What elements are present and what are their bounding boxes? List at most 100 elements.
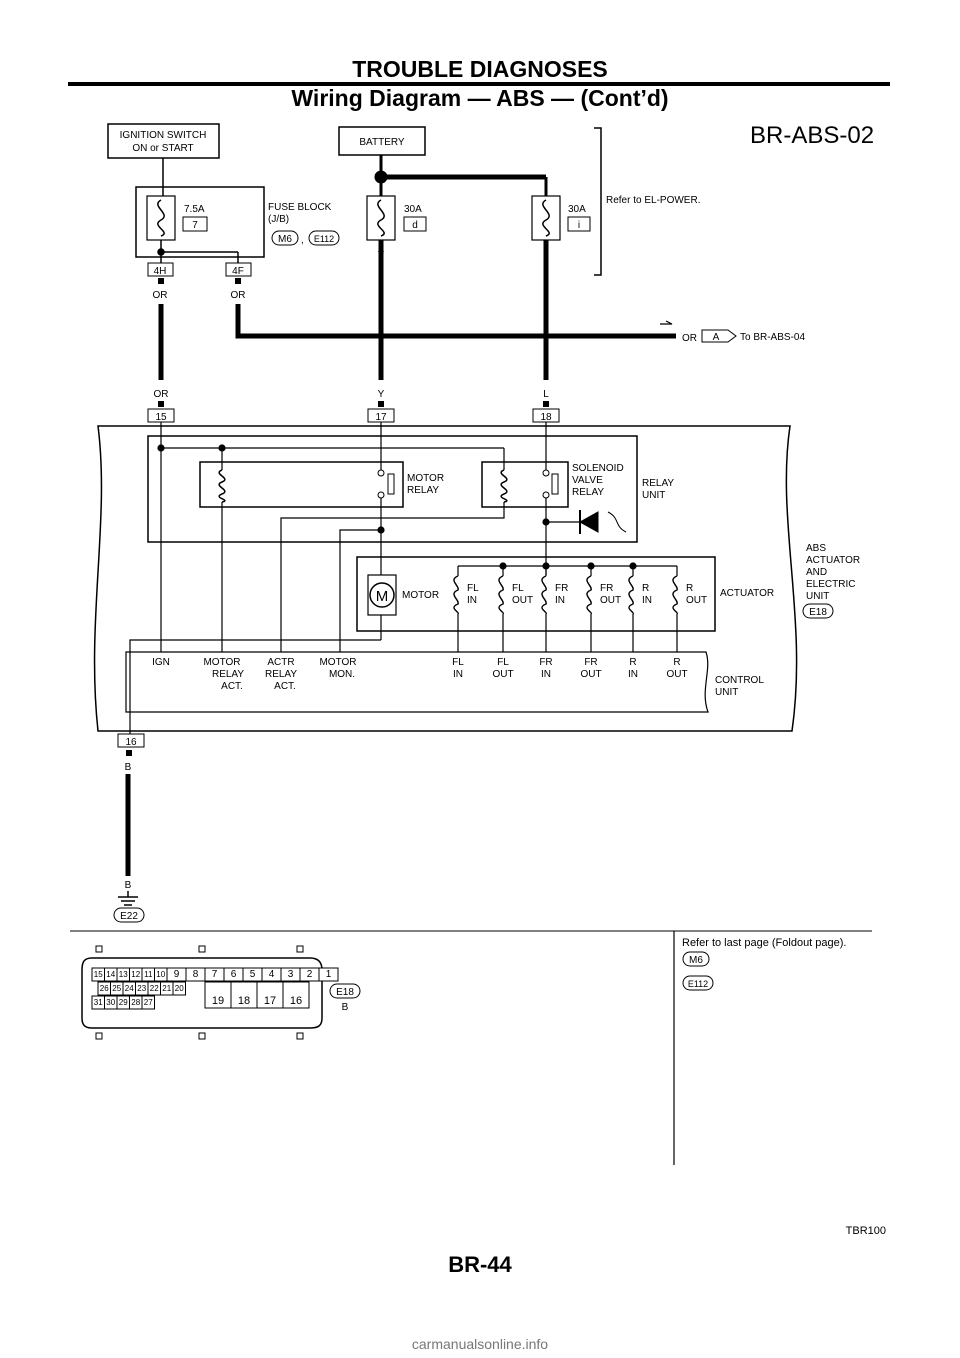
wire-color-or-2: OR — [231, 290, 246, 301]
svg-text:30: 30 — [106, 998, 115, 1007]
unit-terminal-15: 15 — [147, 408, 175, 423]
fuse-30a-i: 30A i — [531, 195, 591, 241]
svg-text:ON or START: ON or START — [132, 143, 193, 154]
svg-text:19: 19 — [212, 995, 224, 1007]
svg-text:29: 29 — [119, 998, 128, 1007]
refer-power-bracket: Refer to EL-POWER. — [594, 127, 700, 276]
page-subtitle: Wiring Diagram — ABS — (Cont’d) — [291, 85, 669, 111]
svg-text:27: 27 — [144, 998, 153, 1007]
pin-16 — [126, 750, 132, 756]
relay-unit-label: RELAY UNIT — [642, 478, 674, 501]
unit-terminal-18: 18 — [532, 408, 560, 423]
valve-label-3: FR — [600, 583, 613, 594]
pin-cell-25: 25 — [110, 981, 124, 996]
label-fr-in: FR — [539, 657, 552, 668]
svg-text:7: 7 — [192, 220, 198, 231]
svg-text:2: 2 — [307, 969, 313, 980]
svg-text:ABS: ABS — [806, 543, 826, 554]
actuator-box — [356, 556, 716, 632]
svg-text:4F: 4F — [232, 266, 244, 277]
svg-text:AND: AND — [806, 567, 827, 578]
jb-internal — [157, 240, 239, 265]
svg-text:7: 7 — [212, 969, 218, 980]
svg-text:A: A — [713, 332, 720, 343]
control-labels: IGN MOTOR RELAY ACT. ACTR RELAY ACT. MOT… — [152, 657, 687, 692]
pin-cell-24: 24 — [122, 981, 136, 996]
pin-15 — [158, 401, 164, 407]
solenoid-valve-relay: SOLENOID VALVE RELAY — [481, 461, 624, 508]
pin-cell-27: 27 — [141, 995, 155, 1010]
svg-text:1: 1 — [326, 969, 332, 980]
page-number: BR-44 — [448, 1252, 512, 1277]
svg-text:OUT: OUT — [512, 595, 533, 606]
wire-color-or-1: OR — [153, 290, 168, 301]
pin-cell-4: 4 — [261, 967, 282, 982]
svg-text:UNIT: UNIT — [642, 490, 665, 501]
pin-cell-28: 28 — [129, 995, 143, 1010]
unit-terminal-16: 16 — [117, 733, 145, 748]
pin-cell-29: 29 — [116, 995, 130, 1010]
to-br-abs-04: OR A To BR-ABS-04 — [660, 320, 805, 344]
pin-cell-2: 2 — [299, 967, 320, 982]
label-fr-out: FR — [584, 657, 597, 668]
wire-color-b-2: B — [125, 880, 132, 891]
svg-text:9: 9 — [174, 969, 180, 980]
pin-4h — [158, 278, 164, 284]
svg-text:UNIT: UNIT — [715, 687, 738, 698]
pin-cell-18: 18 — [230, 981, 258, 1009]
pin-cell-19: 19 — [204, 981, 232, 1009]
svg-text:8: 8 — [193, 969, 199, 980]
pin-cell-22: 22 — [147, 981, 161, 996]
svg-text:13: 13 — [119, 970, 128, 979]
svg-text:30A: 30A — [568, 204, 586, 215]
wire-color-b-1: B — [125, 762, 132, 773]
svg-text:OUT: OUT — [666, 669, 687, 680]
svg-text:To BR-ABS-04: To BR-ABS-04 — [740, 332, 805, 343]
valve-label-0: FL — [467, 583, 479, 594]
diagram-id: BR-ABS-02 — [750, 122, 874, 149]
pin-cell-14: 14 — [104, 967, 118, 982]
foldout-m6-tag: M6 — [682, 951, 710, 967]
battery-bus — [374, 155, 548, 196]
svg-text:i: i — [578, 220, 580, 231]
svg-text:17: 17 — [264, 995, 276, 1007]
svg-text:25: 25 — [112, 984, 121, 993]
svg-text:RELAY: RELAY — [642, 478, 674, 489]
svg-text:SOLENOID: SOLENOID — [572, 463, 624, 474]
svg-text:,: , — [301, 235, 304, 246]
svg-text:CONTROL: CONTROL — [715, 675, 764, 686]
svg-text:E112: E112 — [314, 234, 334, 244]
svg-text:23: 23 — [137, 984, 146, 993]
pin-18 — [543, 401, 549, 407]
svg-text:14: 14 — [106, 970, 115, 979]
svg-text:E112: E112 — [688, 979, 708, 989]
svg-text:15: 15 — [94, 970, 103, 979]
svg-text:10: 10 — [156, 970, 165, 979]
label-actr-relay-act: ACTR — [267, 657, 294, 668]
fuse-7-5a: 7.5A 7 — [146, 195, 208, 241]
svg-text:E18: E18 — [336, 987, 354, 998]
svg-text:RELAY: RELAY — [265, 669, 297, 680]
main-wires — [158, 240, 676, 380]
label-r-in: R — [629, 657, 636, 668]
diode-icon — [578, 511, 599, 533]
label-motor-relay-act: MOTOR — [203, 657, 240, 668]
svg-text:ACT.: ACT. — [274, 681, 296, 692]
svg-text:RELAY: RELAY — [212, 669, 244, 680]
svg-text:11: 11 — [144, 970, 153, 979]
svg-text:OR: OR — [682, 333, 697, 344]
pin-cell-16: 16 — [282, 981, 310, 1009]
watermark: carmanualsonline.info — [411, 1336, 549, 1352]
jb-terminal-4f: 4F — [225, 262, 252, 277]
svg-text:26: 26 — [100, 984, 109, 993]
svg-text:30A: 30A — [404, 204, 422, 215]
svg-text:IN: IN — [642, 595, 652, 606]
e18-connector-tag: E18 — [802, 603, 834, 619]
svg-text:BATTERY: BATTERY — [359, 137, 405, 148]
svg-text:IN: IN — [467, 595, 477, 606]
svg-text:24: 24 — [125, 984, 134, 993]
